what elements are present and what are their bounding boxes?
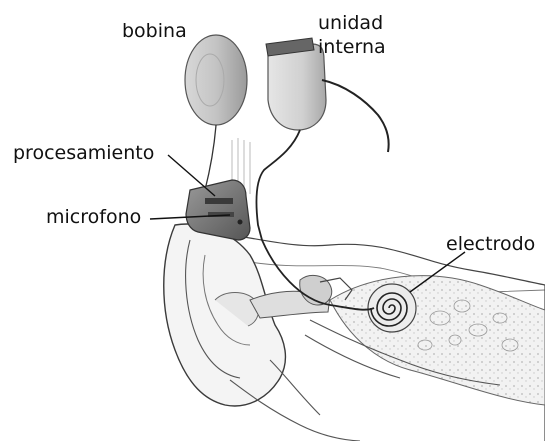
internal-unit [256, 38, 388, 240]
cochlea [368, 284, 416, 332]
speech-processor [186, 180, 250, 240]
label-unidad-interna-line1: unidad [318, 14, 383, 33]
label-microfono: microfono [46, 208, 141, 227]
temporal-bone [330, 276, 545, 405]
label-procesamiento: procesamiento [13, 144, 154, 163]
label-unidad-interna-line2: interna [318, 38, 386, 57]
label-bobina: bobina [122, 22, 187, 41]
label-electrodo: electrodo [446, 235, 535, 254]
